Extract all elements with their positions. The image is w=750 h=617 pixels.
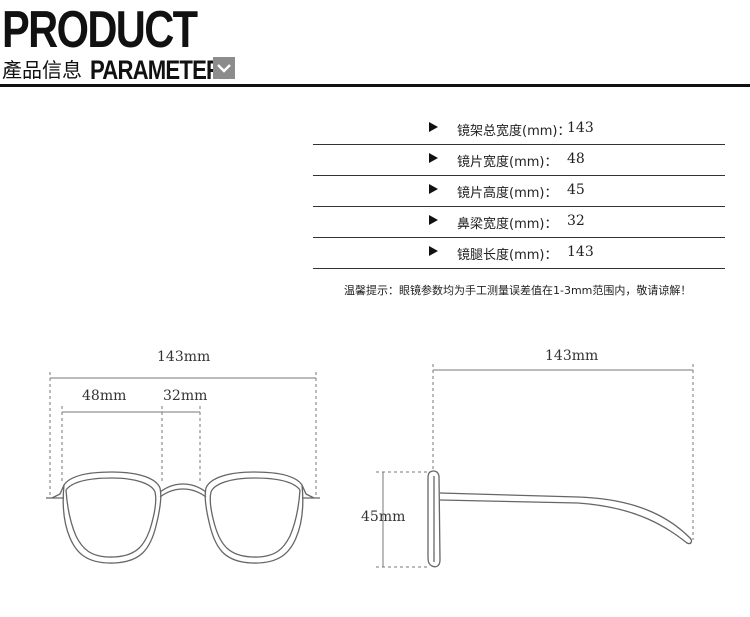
param-row-bridge-width: 鼻梁宽度(mm)： 32 (313, 207, 725, 238)
glasses-side-view (427, 470, 693, 568)
parameter-list: 镜架总宽度(mm)： 143 镜片宽度(mm)： 48 镜片高度(mm)： 45… (313, 114, 725, 269)
arrow-right-icon (429, 246, 438, 256)
param-label: 镜腿长度(mm)： (457, 248, 558, 263)
param-label: 鼻梁宽度(mm)： (457, 217, 558, 232)
arrow-right-icon (429, 184, 438, 194)
side-dimension-lines (376, 364, 694, 568)
lens-height-label: 45mm (361, 509, 405, 525)
param-row-lens-height: 镜片高度(mm)： 45 (313, 176, 725, 207)
glasses-front-view (46, 471, 320, 564)
lens-width-label: 48mm (82, 388, 126, 404)
measurement-note: 温馨提示：眼镜参数均为手工测量误差值在1-3mm范围内，敬请谅解！ (344, 284, 692, 297)
param-label: 镜架总宽度(mm)： (457, 124, 571, 139)
arrow-right-icon (429, 215, 438, 225)
section-subtitle-cn: 產品信息 (2, 58, 82, 82)
param-row-temple-length: 镜腿长度(mm)： 143 (313, 238, 725, 269)
param-label: 镜片高度(mm)： (457, 186, 558, 201)
page-title: PRODUCT (2, 1, 198, 59)
param-label: 镜片宽度(mm)： (457, 155, 558, 170)
param-value: 32 (567, 213, 585, 229)
param-row-lens-width: 镜片宽度(mm)： 48 (313, 145, 725, 176)
param-value: 48 (567, 151, 585, 167)
bridge-width-label: 32mm (163, 388, 207, 404)
param-value: 45 (567, 182, 585, 198)
section-subtitle-en: PARAMETER (90, 55, 222, 85)
param-row-total-width: 镜架总宽度(mm)： 143 (313, 114, 725, 145)
header-divider (0, 84, 750, 87)
chevron-down-icon (213, 57, 235, 79)
param-value: 143 (567, 244, 594, 260)
temple-length-label: 143mm (545, 348, 598, 364)
param-value: 143 (567, 120, 594, 136)
arrow-right-icon (429, 122, 438, 132)
total-width-label: 143mm (157, 349, 210, 365)
arrow-right-icon (429, 153, 438, 163)
front-dimension-lines (49, 372, 317, 498)
